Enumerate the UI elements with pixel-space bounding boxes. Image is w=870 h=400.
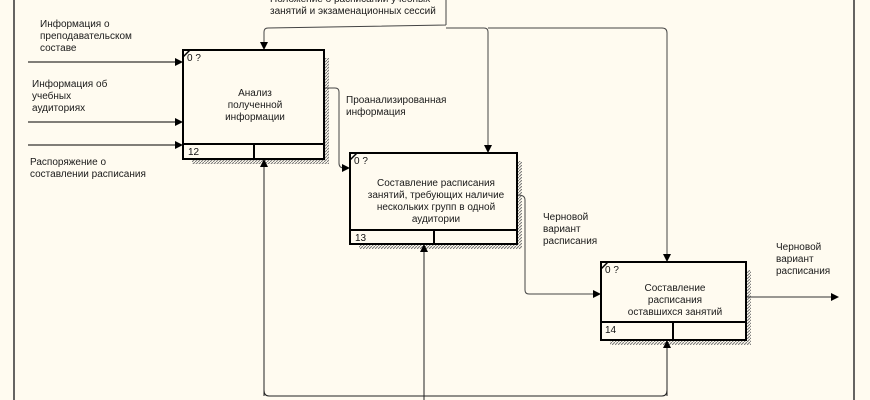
activity-box-a2[interactable] <box>349 152 518 245</box>
box-a1-status: 0 ? <box>187 53 201 64</box>
label-input-order: Распоряжение о составлении расписания <box>30 157 146 180</box>
box-a1-number: 12 <box>188 147 200 158</box>
box-a2-shadow-bottom <box>359 244 522 249</box>
box-a1-shadow <box>324 58 329 164</box>
box-a2-status: 0 ? <box>354 156 368 167</box>
label-control-line1: Положение о расписании учебных <box>270 0 430 6</box>
label-draft-schedule-out: Черновой вариант расписания <box>776 242 831 277</box>
box-a2-shadow <box>517 161 522 249</box>
arrow-control-regulation[interactable] <box>264 0 447 49</box>
arrow-draft-schedule-mid[interactable] <box>517 194 601 298</box>
label-analyzed-info: Проанализированная информация <box>346 95 447 118</box>
box-a3-status: 0 ? <box>605 265 619 276</box>
label-control-line2: занятий и экзаменационных сессий <box>270 6 436 17</box>
box-a1-title: Анализ полученной информации <box>225 88 285 123</box>
activity-box-a3[interactable] <box>600 261 747 341</box>
box-a2-title: Составление расписания занятий, требующи… <box>367 178 505 225</box>
label-input-rooms-text: Информация об учебных аудиториях <box>32 79 108 114</box>
arrow-control-regulation-branch2[interactable] <box>446 27 492 153</box>
box-a2-number: 13 <box>355 233 367 244</box>
arrow-analyzed-info[interactable] <box>325 87 350 172</box>
box-a3-shadow <box>746 270 751 345</box>
arrow-control-regulation-branch3[interactable] <box>488 27 671 262</box>
box-a3-shadow-bottom <box>610 340 751 345</box>
label-input-staff: Информация о преподавательском составе <box>40 19 132 54</box>
label-draft-schedule-mid: Черновой вариант расписания <box>543 212 598 247</box>
activity-box-a1[interactable] <box>182 49 325 160</box>
box-a3-number: 14 <box>605 325 617 336</box>
box-a3-title: Составление расписания оставшихся заняти… <box>627 283 723 318</box>
